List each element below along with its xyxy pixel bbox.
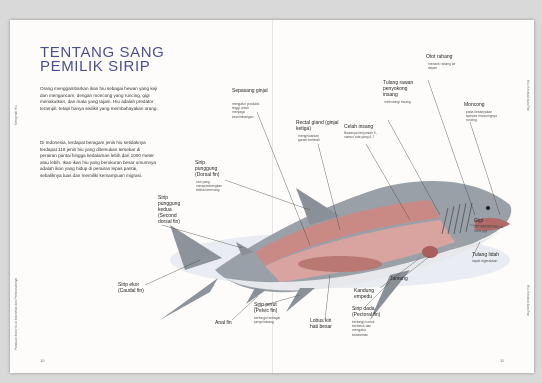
label-gill-slits-desc: Biasanya berjumlah 5, namun ada yang 6-7 bbox=[344, 131, 380, 139]
label-dorsal-fin-desc: otot yang menyeimbangkan ketika berenang bbox=[196, 180, 222, 193]
label-dorsal-fin: Sirip punggung (Dorsal fin) bbox=[195, 160, 227, 178]
label-kidneys-desc: mengatur produksi tinggi untuk menjaga k… bbox=[232, 102, 260, 119]
label-anal-fin: Anal fin bbox=[215, 320, 232, 326]
label-tongue-bone-desc: dapat digerakkan bbox=[472, 259, 500, 263]
page-number-right: 11 bbox=[500, 358, 504, 363]
label-pectoral-fin-desc: berfungsi untuk berbelok dan mengatur ke… bbox=[352, 320, 382, 337]
label-caudal-fin: Sirip ekor (Caudal fin) bbox=[118, 282, 152, 294]
liver-organ bbox=[298, 256, 382, 272]
intro-paragraph: Orang menggambarkan ikan hiu sebagai hew… bbox=[40, 86, 158, 112]
running-head-left-bottom: Panduan Ikan Hiu di Indonesia dan Pembur… bbox=[14, 278, 18, 350]
label-pectoral-fin: Sirip dada (Pectoral fin) bbox=[352, 306, 388, 318]
label-snout-desc: pada kebanyakan spesies moncongnya runci… bbox=[466, 110, 502, 123]
label-teeth: Gigi bbox=[474, 218, 483, 224]
label-heart: Jantung bbox=[390, 276, 408, 282]
label-second-dorsal-fin: Sirip punggung kedua (Second dorsal fin) bbox=[158, 195, 188, 225]
label-pelvic-fin-desc: berfungsi sebagai penyeimbang bbox=[254, 316, 282, 324]
running-head-right-bottom: Hiu: Kerabat Ikan Pari bbox=[526, 285, 530, 316]
label-pelvic-fin: Sirip perut (Pelvic fin) bbox=[254, 302, 288, 314]
label-kidneys: Sepasang ginjal bbox=[232, 88, 272, 94]
label-gill-cartilage: Tulang rawan penyokong insang bbox=[383, 80, 415, 98]
running-head-right-top: Hiu: Kerabat Ikan Pari bbox=[526, 80, 530, 111]
page-title-line2: PEMILIK SIRIP bbox=[40, 58, 150, 75]
label-gill-cartilage-desc: melindungi insang bbox=[384, 100, 412, 104]
label-teeth-desc: Hiu memiliki banyak baris gigi bbox=[474, 225, 504, 233]
label-gill-slits: Celah insang bbox=[344, 124, 373, 130]
label-gallbladder: Kandung empedu bbox=[354, 288, 384, 300]
label-tongue-bone: Tulang lidah bbox=[472, 252, 499, 258]
label-jaw-muscle-desc: menarik rahang ke depan bbox=[428, 62, 458, 70]
label-jaw-muscle: Otot rahang bbox=[426, 54, 452, 60]
label-liver-lobe: Lobus kiri hati besar bbox=[310, 318, 340, 330]
page-number-left: 10 bbox=[40, 358, 44, 363]
label-snout: Moncong bbox=[464, 102, 485, 108]
running-head-left-top: Mengenal Hiu bbox=[14, 105, 18, 125]
body-paragraph: Di Indonesia, terdapat beragam jenis hiu… bbox=[40, 140, 158, 179]
shark-eye bbox=[486, 206, 490, 210]
label-rectal-gland: Rectal gland (ginjal ketiga) bbox=[296, 120, 346, 132]
tail-lower-lobe bbox=[160, 278, 218, 320]
label-rectal-gland-desc: mengeluarkan garam berlebih bbox=[298, 134, 328, 142]
book-spread: TENTANG SANG PEMILIK SIRIP Orang menggam… bbox=[10, 20, 534, 373]
